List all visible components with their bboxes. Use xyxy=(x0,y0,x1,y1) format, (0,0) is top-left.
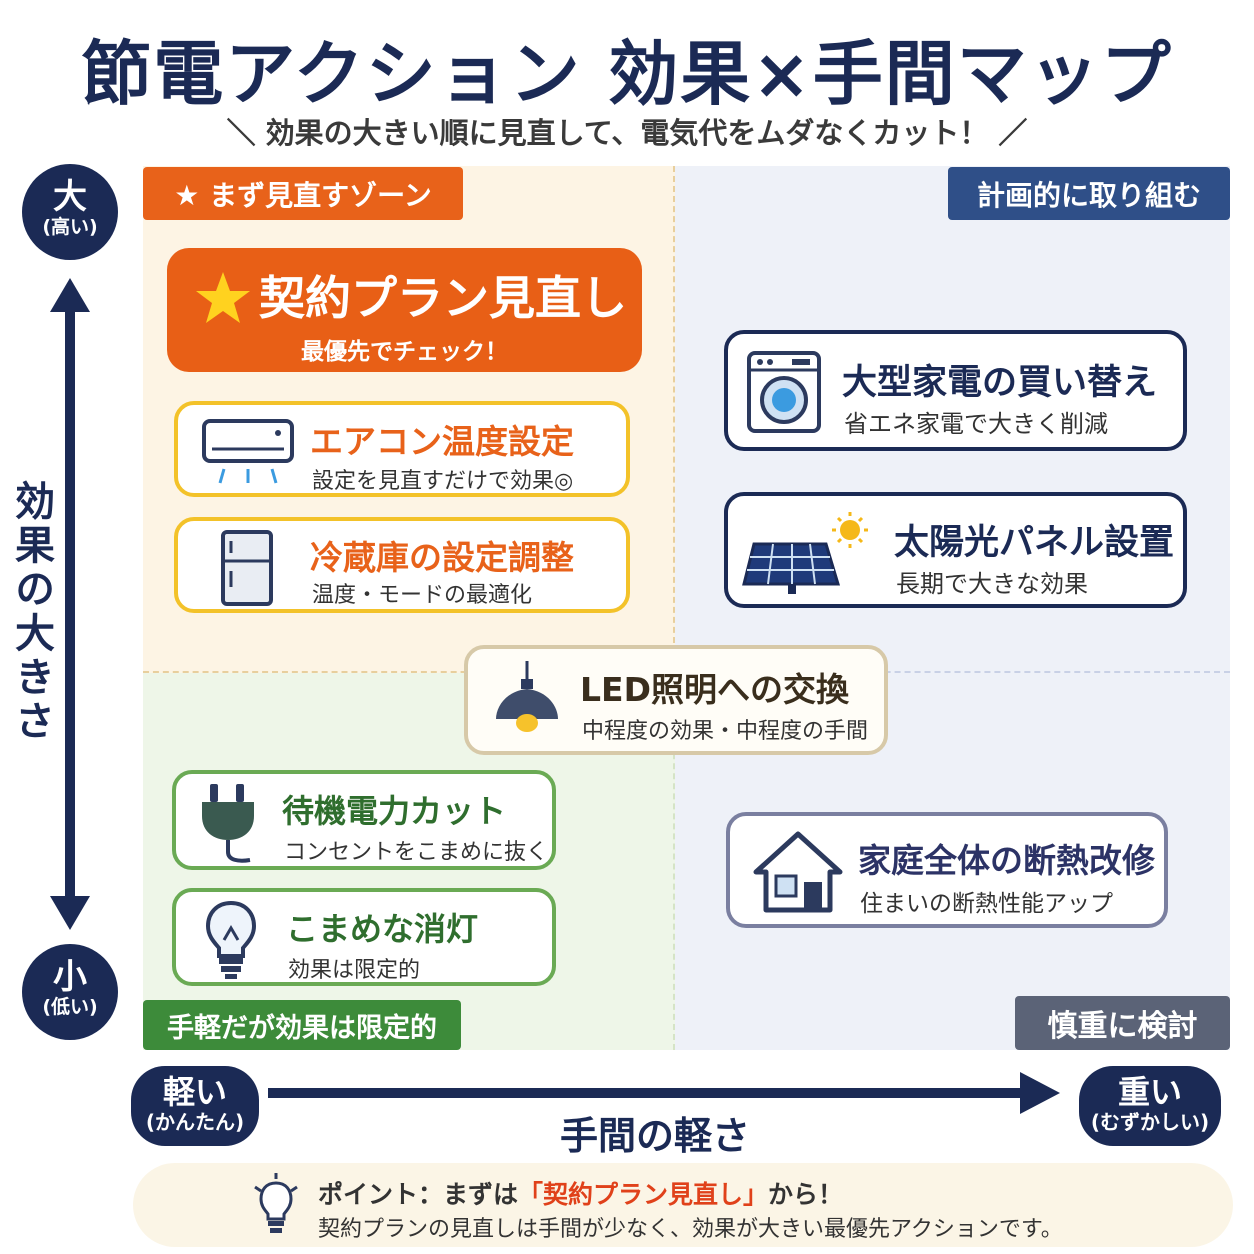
card-led: LED照明への交換 中程度の効果・中程度の手間 xyxy=(464,645,888,755)
y-axis-low: 小(低い) xyxy=(22,944,118,1040)
pendant-lamp-icon xyxy=(496,661,558,732)
card-title: 契約プラン見直し xyxy=(259,271,627,325)
y-axis-label: 効果の大きさ xyxy=(8,480,54,744)
card-contract-plan: 契約プラン見直し 最優先でチェック！ xyxy=(167,248,642,372)
card-desc: 最優先でチェック！ xyxy=(301,339,508,365)
solar-panel-icon xyxy=(742,512,868,594)
zone-label-easy-limited: 手軽だが効果は限定的 xyxy=(143,1000,461,1050)
card-lights: こまめな消灯 効果は限定的 xyxy=(172,888,556,986)
point-callout: ポイント：まずは「契約プラン見直し」から！ 契約プランの見直しは手間が少なく、効… xyxy=(133,1163,1233,1247)
x-axis-heavy: 重い(むずかしい) xyxy=(1079,1066,1221,1146)
point-line-1: ポイント：まずは「契約プラン見直し」から！ xyxy=(318,1180,844,1209)
card-title: 太陽光パネル設置 xyxy=(894,523,1175,563)
card-title: エアコン温度設定 xyxy=(310,422,574,461)
card-solar: 太陽光パネル設置 長期で大きな効果 xyxy=(724,492,1187,608)
refrigerator-icon xyxy=(221,530,273,606)
card-desc: 設定を見直すだけで効果◎ xyxy=(312,469,574,494)
card-desc: 中程度の効果・中程度の手間 xyxy=(582,719,869,744)
y-axis-high: 大(高い) xyxy=(22,164,118,260)
card-desc: 長期で大きな効果 xyxy=(896,570,1088,598)
light-bulb-icon xyxy=(254,1173,298,1233)
page-title: 節電アクション 効果×手間マップ xyxy=(81,33,1173,115)
card-title: LED照明への交換 xyxy=(580,670,849,709)
zone-label-review-first: ★ まず見直すゾーン xyxy=(143,167,463,220)
card-title: こまめな消灯 xyxy=(286,910,479,948)
card-desc: 住まいの断熱性能アップ xyxy=(860,891,1113,917)
x-axis-label: 手間の軽さ xyxy=(559,1114,750,1158)
card-title: 冷蔵庫の設定調整 xyxy=(310,538,574,577)
card-desc: 効果は限定的 xyxy=(288,958,421,983)
y-axis-arrow xyxy=(50,278,90,930)
card-desc: コンセントをこまめに抜く xyxy=(284,840,549,865)
card-fridge: 冷蔵庫の設定調整 温度・モードの最適化 xyxy=(174,517,630,613)
house-icon xyxy=(753,831,843,913)
card-title: 大型家電の買い替え xyxy=(842,363,1158,403)
card-title: 待機電力カット xyxy=(282,792,507,830)
star-icon xyxy=(196,272,250,323)
card-desc: 省エネ家電で大きく削減 xyxy=(844,410,1108,438)
plug-icon xyxy=(202,784,254,863)
card-appliance: 大型家電の買い替え 省エネ家電で大きく削減 xyxy=(724,330,1187,451)
card-title: 家庭全体の断熱改修 xyxy=(858,841,1155,880)
card-insulation: 家庭全体の断熱改修 住まいの断熱性能アップ xyxy=(726,812,1168,928)
card-aircon: エアコン温度設定 設定を見直すだけで効果◎ xyxy=(174,401,630,497)
card-standby: 待機電力カット コンセントをこまめに抜く xyxy=(172,770,556,870)
zone-label-careful: 慎重に検討 xyxy=(1015,996,1230,1050)
zone-label-plan: 計画的に取り組む xyxy=(948,167,1230,220)
air-conditioner-icon xyxy=(202,419,294,484)
x-axis-light: 軽い(かんたん) xyxy=(131,1066,259,1146)
point-highlight: 「契約プラン見直し」 xyxy=(518,1180,769,1209)
point-line-2: 契約プランの見直しは手間が少なく、効果が大きい最優先アクションです。 xyxy=(318,1217,1063,1242)
page-subtitle: ＼ 効果の大きい順に見直して、電気代をムダなくカット！ ／ xyxy=(226,116,1028,150)
card-desc: 温度・モードの最適化 xyxy=(312,583,533,608)
x-axis-arrow xyxy=(268,1072,1060,1114)
light-bulb-icon xyxy=(205,900,257,979)
washing-machine-icon xyxy=(747,351,821,433)
